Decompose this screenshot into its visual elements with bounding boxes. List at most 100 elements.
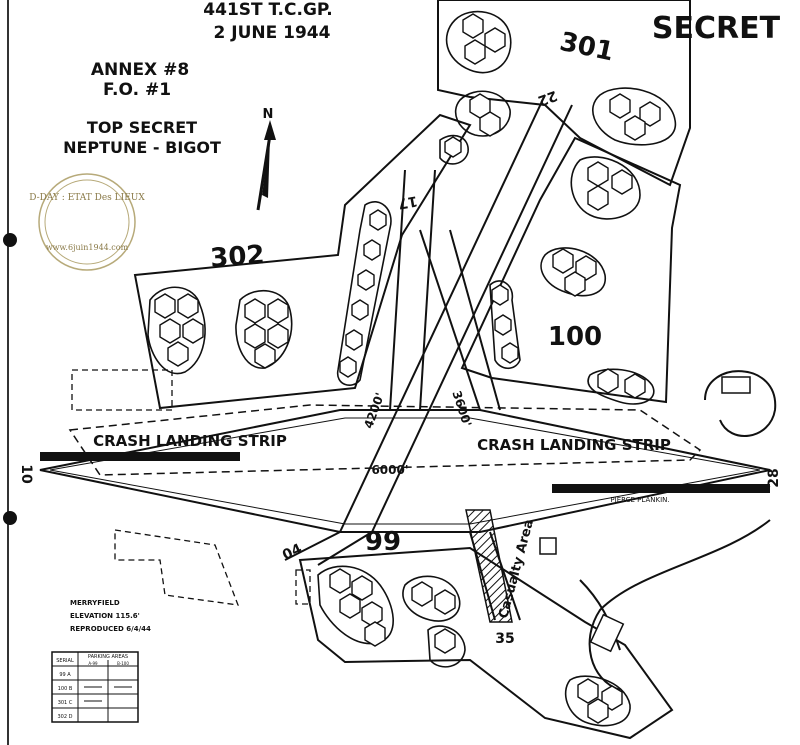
hardstand-group-301-b (591, 87, 677, 146)
building-casualty (539, 537, 557, 555)
crash-strip-right-label: CRASH LANDING STRIP (477, 436, 671, 454)
hardstand-group-301-c (454, 90, 511, 137)
field-elevation: ELEVATION 115.6' (70, 612, 140, 620)
stamp-outer-text: D-DAY : ETAT Des LIEUX (29, 193, 145, 203)
hex-pad (597, 368, 619, 394)
date-label: 2 JUNE 1944 (214, 23, 331, 43)
hex-pad (564, 271, 586, 297)
hex-pad (345, 329, 363, 351)
hex-pad (434, 628, 456, 654)
hex-pad (154, 293, 176, 319)
loop-taxi-top (704, 370, 777, 437)
building-south (589, 613, 625, 653)
runway-04-label: 04 (280, 541, 305, 564)
legend-row: 302 D (58, 714, 73, 720)
hex-pad (329, 568, 351, 594)
field-order-label: F.O. #1 (103, 80, 171, 100)
hardstands (147, 10, 677, 727)
taxi-east-to-99 (588, 519, 771, 691)
north-label: N (263, 107, 274, 122)
runway-17-edge-a (389, 169, 406, 411)
footprint-small (295, 569, 311, 605)
hex-pad (351, 575, 373, 601)
field-reproduced: REPRODUCED 6/4/44 (70, 625, 151, 633)
hex-pad (434, 589, 456, 615)
area-99-boundary (298, 546, 674, 740)
hex-pad (363, 239, 381, 261)
hardstand-group-100-d (587, 368, 655, 405)
runway-17-label: 17 (397, 192, 419, 211)
crash-strip-left-label: CRASH LANDING STRIP (93, 432, 287, 450)
hex-pad (624, 373, 646, 399)
runway-04-edge-a (284, 531, 341, 561)
hex-pad (411, 581, 433, 607)
hex-pad (182, 318, 204, 344)
footprint-west (71, 369, 173, 411)
legend-row: 301 C (58, 700, 73, 706)
hex-pad (159, 318, 181, 344)
runway-28-label: 28 (766, 468, 782, 487)
runway-35-label: 35 (495, 631, 514, 647)
classification-label: SECRET (652, 11, 781, 46)
hex-pad (244, 323, 266, 349)
stamp-ring (38, 173, 136, 271)
hex-pad (587, 161, 609, 187)
legend-row: 99 A (59, 672, 71, 678)
website-stamp: D-DAY : ETAT Des LIEUX www.6juin1944.com (29, 173, 145, 271)
hex-pad (464, 39, 486, 65)
annex-label: ANNEX #8 (91, 60, 189, 80)
hex-pad (369, 209, 387, 231)
area-100-label: 100 (548, 322, 602, 352)
stamp-ring-inner (44, 179, 130, 265)
hex-pad (361, 601, 383, 627)
hex-pad (364, 621, 386, 647)
legend-sub-b: B-100 (117, 661, 129, 666)
crash-strip-outline (68, 404, 702, 476)
hardstand-group-99-a (317, 565, 394, 645)
north-arrow: N (256, 107, 276, 211)
loop-taxiways (579, 370, 777, 691)
hex-pad (587, 698, 609, 724)
hex-pad (254, 343, 276, 369)
runway-04-edge-b (317, 531, 373, 566)
area-302-boundary (133, 113, 472, 410)
runway-22-label: 22 (535, 87, 559, 109)
field-name: MERRYFIELD (70, 599, 120, 607)
loop-hut (721, 376, 751, 394)
hex-pad (611, 169, 633, 195)
hex-pad (177, 293, 199, 319)
hex-pad (479, 111, 501, 137)
hardstand-group-301-a (445, 10, 512, 74)
legend-col-parking: PARKING AREAS (88, 654, 128, 660)
runway-17-edge-b (419, 169, 436, 411)
punch-hole-bottom (3, 511, 17, 525)
psp-bar-right (552, 484, 770, 493)
hardstand-group-302-c (336, 201, 392, 386)
hardstand-group-100-b (540, 247, 606, 297)
legend-col-serial: SERIAL (56, 658, 74, 664)
area-boundaries (133, 0, 691, 740)
hardstand-group-100-a (570, 156, 641, 220)
runway-crossing-edge-a (419, 229, 481, 411)
hex-pad (267, 323, 289, 349)
runway-inner-outline (49, 417, 761, 525)
hex-pad (494, 314, 512, 336)
hardstand-group-301-d (439, 134, 469, 165)
area-100-boundary (460, 136, 682, 404)
stamp-inner-text: www.6juin1944.com (46, 243, 129, 252)
taxi-south-spur (579, 579, 621, 651)
hex-pad (552, 248, 574, 274)
legend-sub-a: A-99 (88, 661, 98, 666)
hardstand-group-99-c (427, 625, 466, 668)
legend-table: SERIAL PARKING AREAS A-99 B-100 99 A 100… (51, 651, 139, 723)
hex-pad (339, 593, 361, 619)
area-301-boundary (437, 0, 691, 187)
runway-22-edge-b (371, 104, 573, 533)
hardstand-group-100-c (489, 280, 521, 370)
hardstand-group-99-b (402, 575, 461, 622)
footprint-southwest (114, 529, 240, 606)
runway-10-label: 10 (18, 464, 34, 484)
area-302-label: 302 (209, 240, 265, 274)
hex-pad (167, 341, 189, 367)
